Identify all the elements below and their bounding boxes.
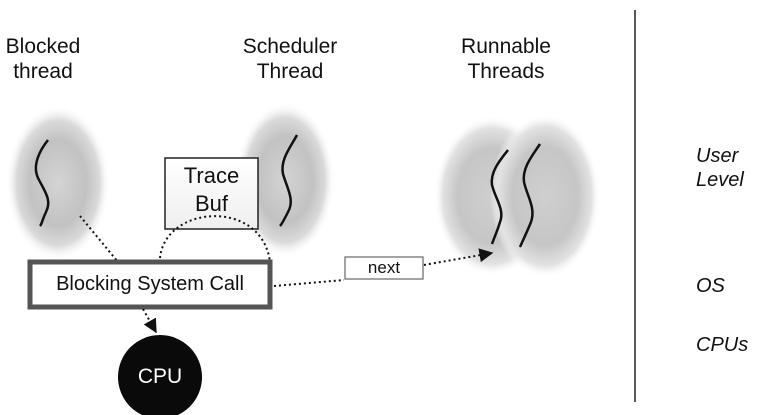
blocked-thread-heading: Blocked thread <box>5 35 81 83</box>
cpus-level-label: CPUs <box>696 334 749 356</box>
runnable-threads-cloud-right <box>490 114 600 278</box>
blocked-thread-cloud <box>6 105 110 261</box>
runnable-thread-squiggle-2 <box>518 143 542 248</box>
cpu-circle <box>118 335 202 415</box>
cpu-label: CPU <box>137 365 183 388</box>
blocking-system-call-box <box>27 259 273 310</box>
next-label: next <box>367 258 401 277</box>
next-to-runnable-arrow <box>423 248 494 266</box>
trace-buf-label: Trace Buf <box>183 163 240 216</box>
os-level-label: OS <box>696 275 725 297</box>
trace-buf-box <box>164 157 259 230</box>
blocked-thread-squiggle <box>34 139 50 227</box>
blocking-system-call-label: Blocking System Call <box>56 273 244 295</box>
runnable-thread-squiggle-1 <box>490 149 509 245</box>
scheduler-thread-squiggle <box>279 134 299 227</box>
user-level-label: User Level <box>696 145 744 191</box>
syscall-to-next-dotted-line <box>273 279 345 287</box>
next-box <box>344 256 424 280</box>
scheduler-thread-heading: Scheduler Thread <box>242 35 338 83</box>
syscall-to-cpu-arrow <box>142 308 157 334</box>
runnable-threads-heading: Runnable Threads <box>461 35 551 83</box>
